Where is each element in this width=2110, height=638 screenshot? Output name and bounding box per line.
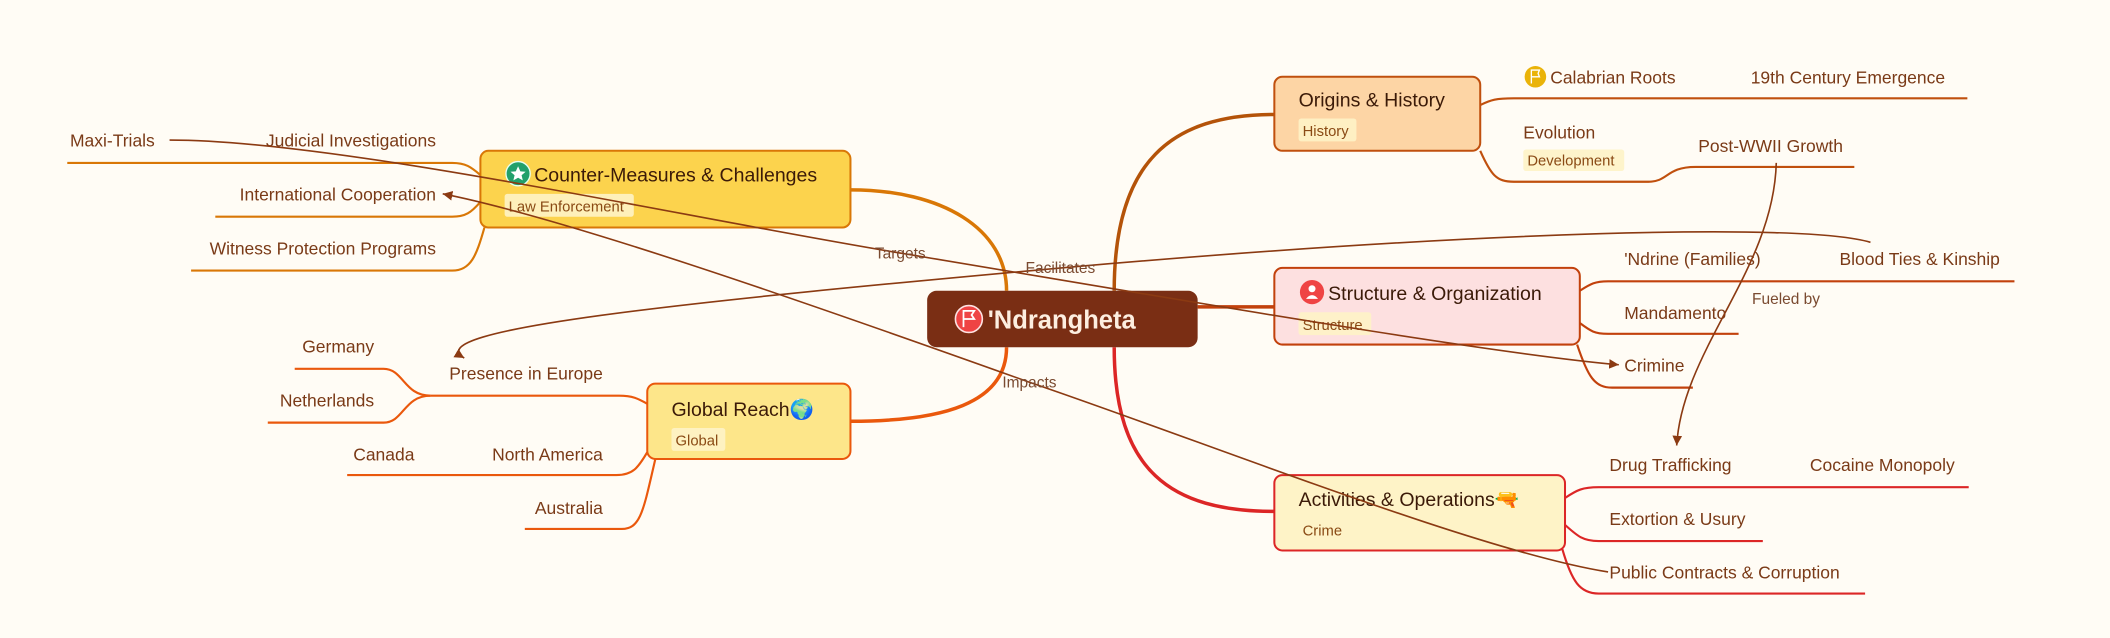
edge-counter (850, 188, 1009, 291)
node-judicial[interactable]: Judicial Investigations (266, 131, 436, 151)
activities-title: Activities & Operations🔫 (1299, 489, 1519, 511)
link-targets-label: Targets (875, 245, 926, 262)
user-icon (1299, 279, 1325, 305)
node-activities[interactable]: Activities & Operations🔫 Crime (1273, 474, 1567, 552)
star-icon (505, 160, 531, 187)
node-structure[interactable]: Structure & Organization Structure (1273, 266, 1581, 346)
node-maxi-trials[interactable]: Maxi-Trials (70, 131, 155, 151)
link-fueled-label: Fueled by (1752, 291, 1820, 308)
node-witness[interactable]: Witness Protection Programs (210, 238, 437, 258)
node-canada[interactable]: Canada (353, 444, 415, 464)
node-europe[interactable]: Presence in Europe (449, 364, 603, 384)
global-title: Global Reach🌍 (671, 398, 813, 421)
edge-origins (1112, 112, 1275, 291)
link-fueled-by (1672, 162, 1778, 446)
node-mandamento[interactable]: Mandamento (1624, 303, 1726, 323)
structure-tag: Structure (1303, 318, 1363, 334)
node-19th-century[interactable]: 19th Century Emergence (1751, 68, 1945, 88)
node-blood-ties[interactable]: Blood Ties & Kinship (1840, 249, 2000, 269)
flag-icon (954, 304, 984, 334)
global-tag: Global (676, 433, 719, 449)
structure-title: Structure & Organization (1328, 283, 1542, 305)
counter-tag: Law Enforcement (509, 199, 624, 215)
root-node[interactable]: 'Ndrangheta (927, 290, 1198, 348)
edge-global (850, 347, 1009, 424)
node-international[interactable]: International Cooperation (240, 185, 436, 205)
node-calabrian-roots[interactable]: Calabrian Roots (1550, 68, 1676, 88)
node-post-wwii[interactable]: Post-WWII Growth (1698, 136, 1843, 156)
node-north-america[interactable]: North America (492, 444, 603, 464)
evolution-tag: Development (1527, 154, 1614, 170)
link-targets (169, 139, 1619, 369)
link-impacts-label: Impacts (1002, 375, 1056, 392)
origins-title: Origins & History (1299, 89, 1446, 111)
node-ndrine[interactable]: 'Ndrine (Families) (1624, 249, 1760, 269)
origins-tag: History (1303, 124, 1350, 140)
node-cocaine-monopoly[interactable]: Cocaine Monopoly (1810, 455, 1955, 475)
flag-icon (1524, 66, 1547, 88)
node-evolution[interactable]: Evolution (1523, 123, 1595, 143)
node-netherlands[interactable]: Netherlands (280, 390, 375, 410)
link-impacts (442, 190, 1609, 573)
node-drug-trafficking[interactable]: Drug Trafficking (1609, 455, 1731, 475)
node-extortion[interactable]: Extortion & Usury (1609, 509, 1745, 529)
counter-title: Counter-Measures & Challenges (534, 165, 817, 187)
activities-tag: Crime (1303, 524, 1342, 540)
node-germany[interactable]: Germany (302, 337, 374, 357)
node-crimine[interactable]: Crimine (1624, 355, 1684, 375)
link-facilitates-label: Facilitates (1026, 260, 1096, 277)
link-facilitates (453, 231, 1871, 359)
node-public-contracts[interactable]: Public Contracts & Corruption (1609, 563, 1839, 583)
node-global-reach[interactable]: Global Reach🌍 Global (646, 382, 852, 460)
node-origins[interactable]: Origins & History History (1273, 75, 1482, 152)
root-label: 'Ndrangheta (988, 306, 1137, 334)
node-australia[interactable]: Australia (535, 498, 603, 518)
edge-activities (1112, 347, 1275, 514)
node-counter-measures[interactable]: Counter-Measures & Challenges Law Enforc… (479, 149, 852, 229)
